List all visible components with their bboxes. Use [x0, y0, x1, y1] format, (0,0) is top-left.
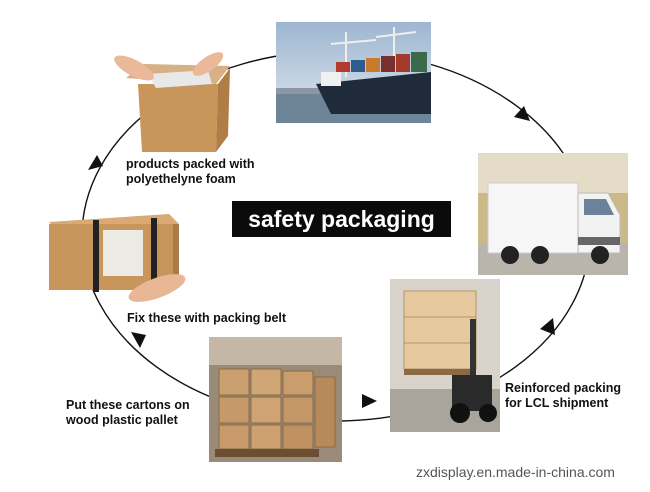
truck-photo	[478, 153, 628, 275]
step-label-pallet-line1: Put these cartons on	[66, 398, 190, 412]
step-label-belt-line1: Fix these with packing belt	[127, 311, 287, 325]
arrow-head-right-bottom	[540, 318, 555, 335]
arrow-head-left-bottom	[131, 332, 146, 348]
arrow-head-left-top	[88, 155, 103, 170]
arrow-head-bottom	[362, 394, 377, 408]
cartons-on-pallet-photo	[209, 337, 342, 462]
cargo-ship-photo	[276, 22, 431, 123]
step-label-lcl: Reinforced packing for LCL shipment	[505, 381, 621, 411]
watermark: zxdisplay.en.made-in-china.com	[416, 464, 615, 480]
step-label-belt: Fix these with packing belt	[127, 311, 286, 326]
step-label-pallet: Put these cartons on wood plastic pallet	[66, 398, 190, 428]
arrow-head-right-top	[514, 106, 530, 121]
strapped-box-photo	[47, 210, 193, 310]
step-label-foam: products packed with polyethelyne foam	[126, 157, 255, 187]
step-label-lcl-line1: Reinforced packing	[505, 381, 621, 395]
step-label-foam-line1: products packed with	[126, 157, 255, 171]
step-label-pallet-line2: wood plastic pallet	[66, 413, 178, 427]
diagram-title: safety packaging	[232, 201, 451, 237]
forklift-photo	[390, 279, 500, 432]
step-label-lcl-line2: for LCL shipment	[505, 396, 609, 410]
hands-packing-box-photo	[108, 44, 236, 154]
step-label-foam-line2: polyethelyne foam	[126, 172, 236, 186]
